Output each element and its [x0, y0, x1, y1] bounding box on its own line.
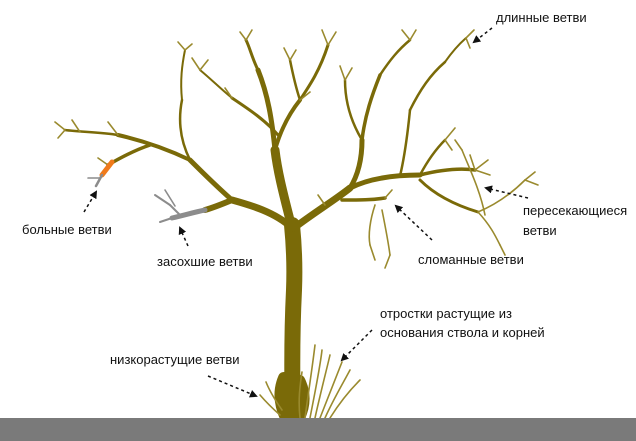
dry-branch	[154, 189, 208, 223]
arrow-base-shoots	[340, 329, 373, 362]
main-limbs	[63, 37, 480, 233]
arrow-diseased-branches	[83, 190, 98, 213]
label-shoots-line2: основания ствола и корней	[380, 325, 545, 340]
diseased-branch	[87, 159, 115, 188]
label-long-branches: длинные ветви	[496, 10, 587, 25]
annotation-arrows	[83, 27, 529, 398]
label-crossing-branches-line2: ветви	[523, 223, 557, 238]
low-branches	[259, 381, 283, 416]
arrow-low-branches	[207, 375, 258, 398]
arrow-long-branches	[472, 27, 493, 44]
label-broken-branches: сломанные ветви	[418, 252, 524, 267]
arrow-broken-branches	[394, 204, 433, 241]
arrow-crossing-branches	[484, 185, 529, 199]
label-dry-branches: засохшие ветви	[157, 254, 253, 269]
arrow-dry-branches	[178, 226, 189, 247]
label-shoots-line1: отростки растущие из	[380, 306, 512, 321]
twigs	[54, 29, 539, 269]
ground	[0, 418, 636, 441]
trunk	[274, 217, 310, 428]
base-shoots	[298, 344, 361, 419]
label-diseased-branches: больные ветви	[22, 222, 112, 237]
label-crossing-branches-line1: пересекающиеся	[523, 203, 628, 218]
label-low-branches: низкорастущие ветви	[110, 352, 240, 367]
